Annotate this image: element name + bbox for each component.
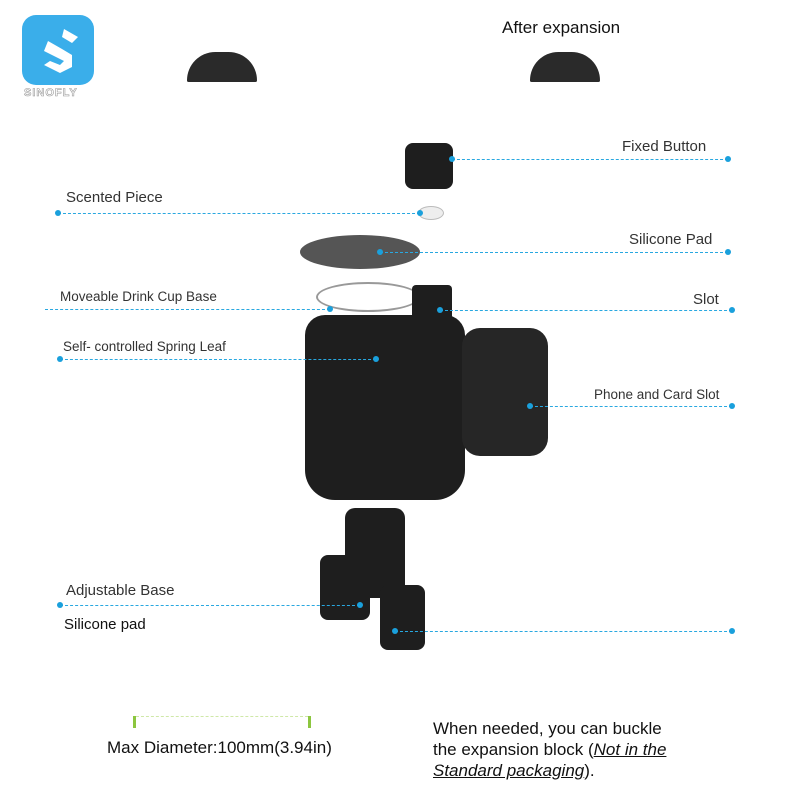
label-adjustable-base: Adjustable Base xyxy=(66,582,175,599)
max-diameter-text: Max Diameter:100mm(3.94in) xyxy=(107,738,332,757)
expansion-note: When needed, you can buckle the expansio… xyxy=(433,718,666,781)
callout-line xyxy=(60,605,360,606)
note-line-2: the expansion block ( xyxy=(433,740,594,759)
callout-line xyxy=(452,159,728,160)
label-scented-piece: Scented Piece xyxy=(66,189,163,206)
note-underlined-1: Not in the xyxy=(593,740,667,759)
note-line-3-suffix: ). xyxy=(584,761,595,780)
callout-dot xyxy=(437,307,443,313)
callout-dot xyxy=(57,356,63,362)
callout-dot xyxy=(729,628,735,634)
callout-dot xyxy=(729,403,735,409)
callout-dot xyxy=(527,403,533,409)
knob-expanded-image xyxy=(530,52,600,82)
base-clamp-left xyxy=(320,555,370,620)
callout-dot xyxy=(392,628,398,634)
measure-tick-right xyxy=(308,716,311,728)
callout-dot xyxy=(373,356,379,362)
callout-dot xyxy=(729,307,735,313)
callout-line xyxy=(45,309,330,310)
measure-tick-left xyxy=(133,716,136,728)
measure-line xyxy=(136,716,308,717)
knob-image xyxy=(187,52,257,82)
callout-dot xyxy=(327,306,333,312)
callout-line xyxy=(380,252,728,253)
after-expansion-title: After expansion xyxy=(502,18,621,37)
base-clamp-right xyxy=(380,585,425,650)
label-fixed-button: Fixed Button xyxy=(622,138,707,155)
brand-name: SINOFLY xyxy=(24,87,78,100)
callout-line xyxy=(58,213,420,214)
callout-line xyxy=(440,310,732,311)
callout-dot xyxy=(377,249,383,255)
phone-card-slot-part xyxy=(462,328,548,456)
cup-holder-body xyxy=(305,315,465,500)
callout-line xyxy=(60,359,376,360)
label-silicone-pad-bottom: Silicone pad xyxy=(64,616,146,633)
note-line-1: When needed, you can buckle xyxy=(433,719,662,738)
label-spring-leaf: Self- controlled Spring Leaf xyxy=(63,339,226,354)
callout-line xyxy=(530,406,732,407)
label-silicone-pad: Silicone Pad xyxy=(629,231,713,248)
sinofly-logo xyxy=(22,15,94,85)
callout-dot xyxy=(725,249,731,255)
callout-dot xyxy=(417,210,423,216)
label-slot: Slot xyxy=(693,291,719,308)
label-moveable-base: Moveable Drink Cup Base xyxy=(60,289,217,304)
callout-dot xyxy=(725,156,731,162)
note-underlined-2: Standard packaging xyxy=(433,761,585,780)
callout-dot xyxy=(55,210,61,216)
callout-dot xyxy=(357,602,363,608)
callout-line xyxy=(395,631,732,632)
callout-dot xyxy=(57,602,63,608)
fixed-button-part xyxy=(405,143,453,189)
callout-dot xyxy=(449,156,455,162)
label-phone-card-slot: Phone and Card Slot xyxy=(594,387,720,402)
